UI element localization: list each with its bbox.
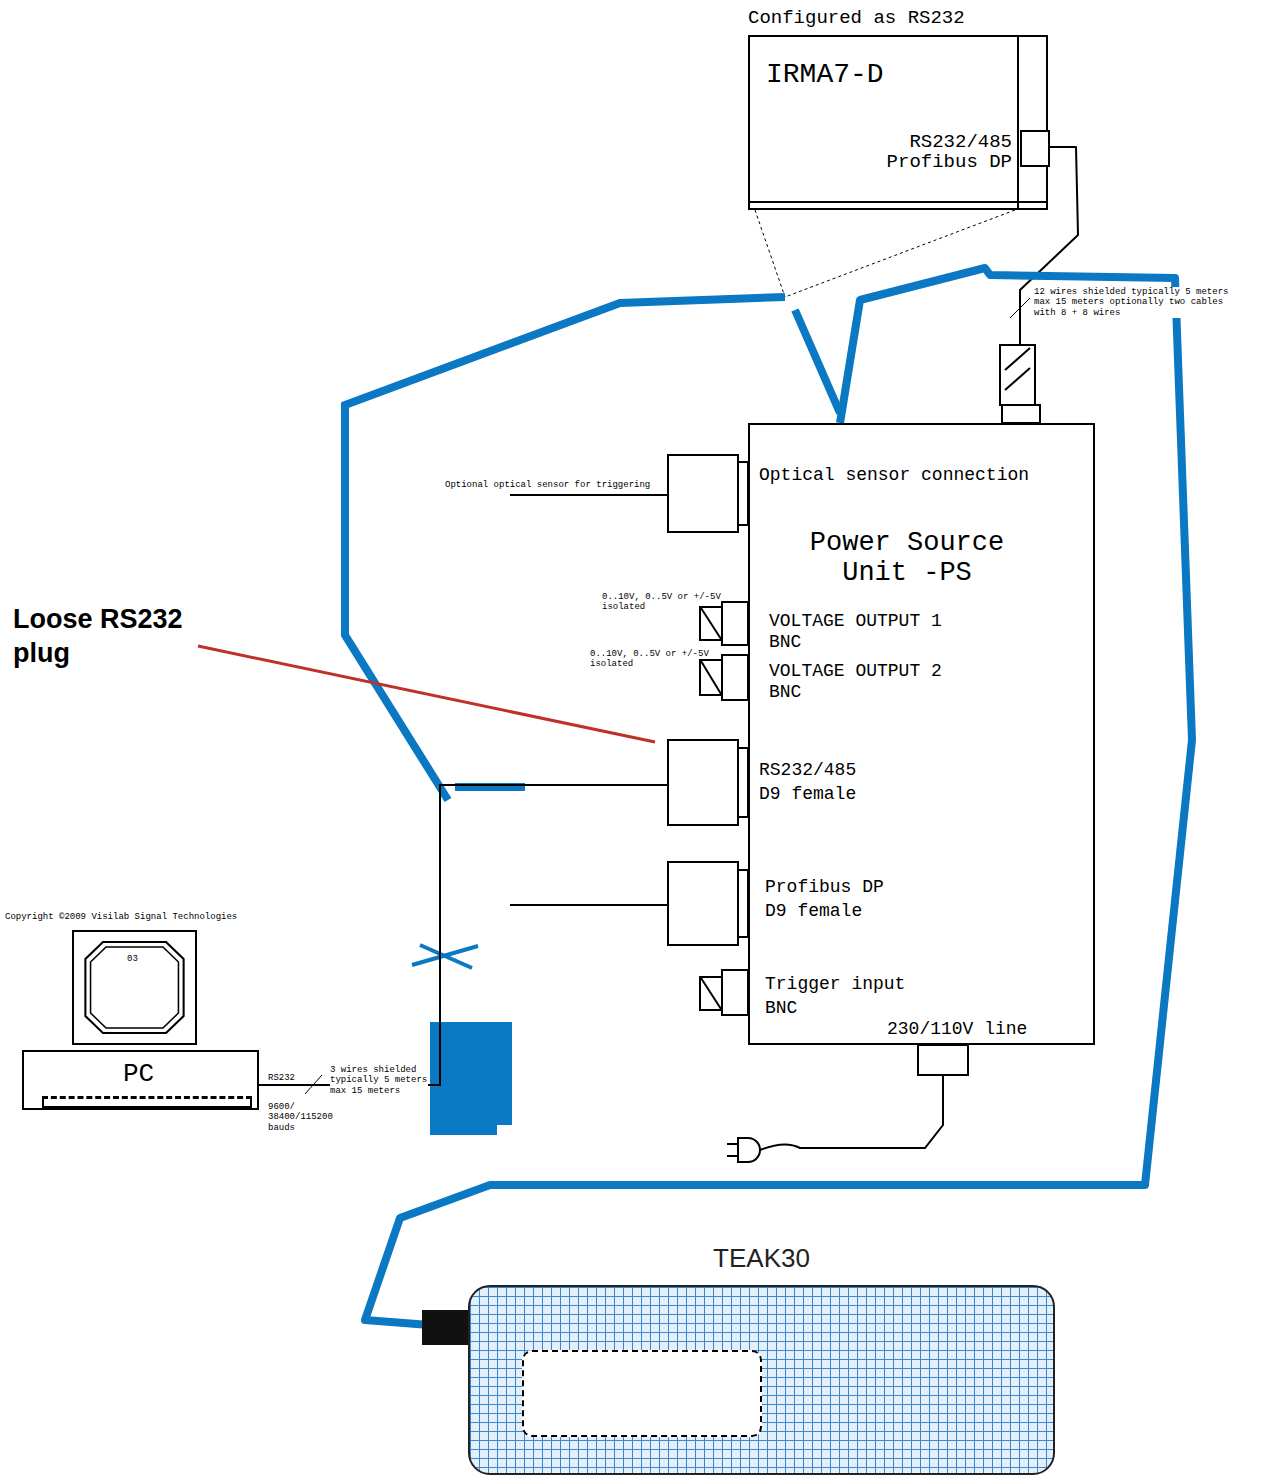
screen-outline <box>74 932 195 1043</box>
power-unit-box: Optical sensor connectionPower Source Un… <box>748 423 1095 1045</box>
callout-text: Loose RS232 plug <box>13 603 223 671</box>
port-label: VOLTAGE OUTPUT 1 BNC <box>769 611 969 652</box>
pc-label: PC <box>24 1060 253 1090</box>
power-cord <box>760 1075 943 1150</box>
d9-connector <box>738 748 748 817</box>
bnc-socket <box>722 655 748 700</box>
power-socket <box>918 1045 968 1075</box>
port-label: Profibus DP D9 female <box>765 875 890 924</box>
cross-mark <box>420 945 472 968</box>
cable <box>259 785 748 1085</box>
plug-prong <box>727 1155 738 1157</box>
cable-note: 3 wires shielded typically 5 meters max … <box>330 1065 428 1096</box>
unit-name: Power Source Unit -PS <box>782 529 1032 588</box>
port-label: Optical sensor connection <box>759 465 1029 486</box>
port-label: 230/110V line <box>887 1019 1027 1040</box>
profibus-wire <box>510 904 668 906</box>
bnc-symbol <box>700 977 722 1010</box>
cable-gland <box>1002 405 1040 423</box>
heading: Configured as RS232 <box>748 8 965 30</box>
d9-connector <box>668 740 738 825</box>
bnc-symbol <box>700 660 722 695</box>
bnc-symbol <box>700 607 722 640</box>
cable-gland <box>1005 348 1030 370</box>
port-label: Trigger input BNC <box>765 972 910 1021</box>
port-label: RS232/485 Profibus DP <box>882 133 1012 173</box>
copyright: Copyright ©2009 Visilab Signal Technolog… <box>5 912 237 922</box>
bnc-symbol <box>701 978 721 1009</box>
drive-slot <box>42 1096 252 1108</box>
highlight-cable <box>365 268 1192 1328</box>
base-line <box>750 201 1046 203</box>
heading: TEAK30 <box>470 1244 1053 1274</box>
rs232-plug <box>430 1022 512 1135</box>
panel-divider <box>1017 37 1019 208</box>
window-cutout <box>522 1350 762 1437</box>
device-box: Configured as RS232IRMA7-DRS232/485 Prof… <box>748 35 1048 210</box>
bnc-socket <box>722 970 748 1015</box>
baud-note: 9600/ 38400/115200 bauds <box>268 1102 338 1133</box>
pc-box: PC <box>22 1050 259 1110</box>
bnc-socket <box>722 602 748 645</box>
port-label: RS232/485 D9 female <box>759 758 871 807</box>
bnc-symbol <box>701 661 721 694</box>
cable-note: 12 wires shielded typically 5 meters max… <box>1034 287 1239 318</box>
teak-connector <box>422 1310 468 1345</box>
cable-gland <box>1005 368 1030 390</box>
cable-gland <box>1000 345 1035 405</box>
device-name: IRMA7-D <box>766 59 884 91</box>
d9-connector <box>738 870 748 937</box>
monitor: 03 <box>72 930 197 1045</box>
note: 0..10V, 0..5V or +/-5V isolated <box>590 649 712 670</box>
dashed-line <box>785 210 1015 297</box>
note: Optional optical sensor for triggering <box>445 480 650 490</box>
plug-prong <box>727 1143 738 1145</box>
sensor-wire <box>510 494 668 496</box>
port-label: VOLTAGE OUTPUT 2 BNC <box>769 661 969 702</box>
d9-connector <box>1020 130 1050 167</box>
leader-line <box>198 646 655 742</box>
sensor-connector <box>738 462 748 525</box>
bnc-symbol <box>701 608 721 639</box>
signal-name: RS232 <box>268 1073 295 1083</box>
sensor-connector <box>668 455 738 532</box>
teak-unit: TEAK30 <box>468 1285 1055 1475</box>
power-plug <box>738 1138 760 1162</box>
screen-text: 03 <box>74 954 191 964</box>
d9-connector <box>668 862 738 945</box>
note: 0..10V, 0..5V or +/-5V isolated <box>602 592 724 613</box>
dashed-line <box>755 210 785 297</box>
